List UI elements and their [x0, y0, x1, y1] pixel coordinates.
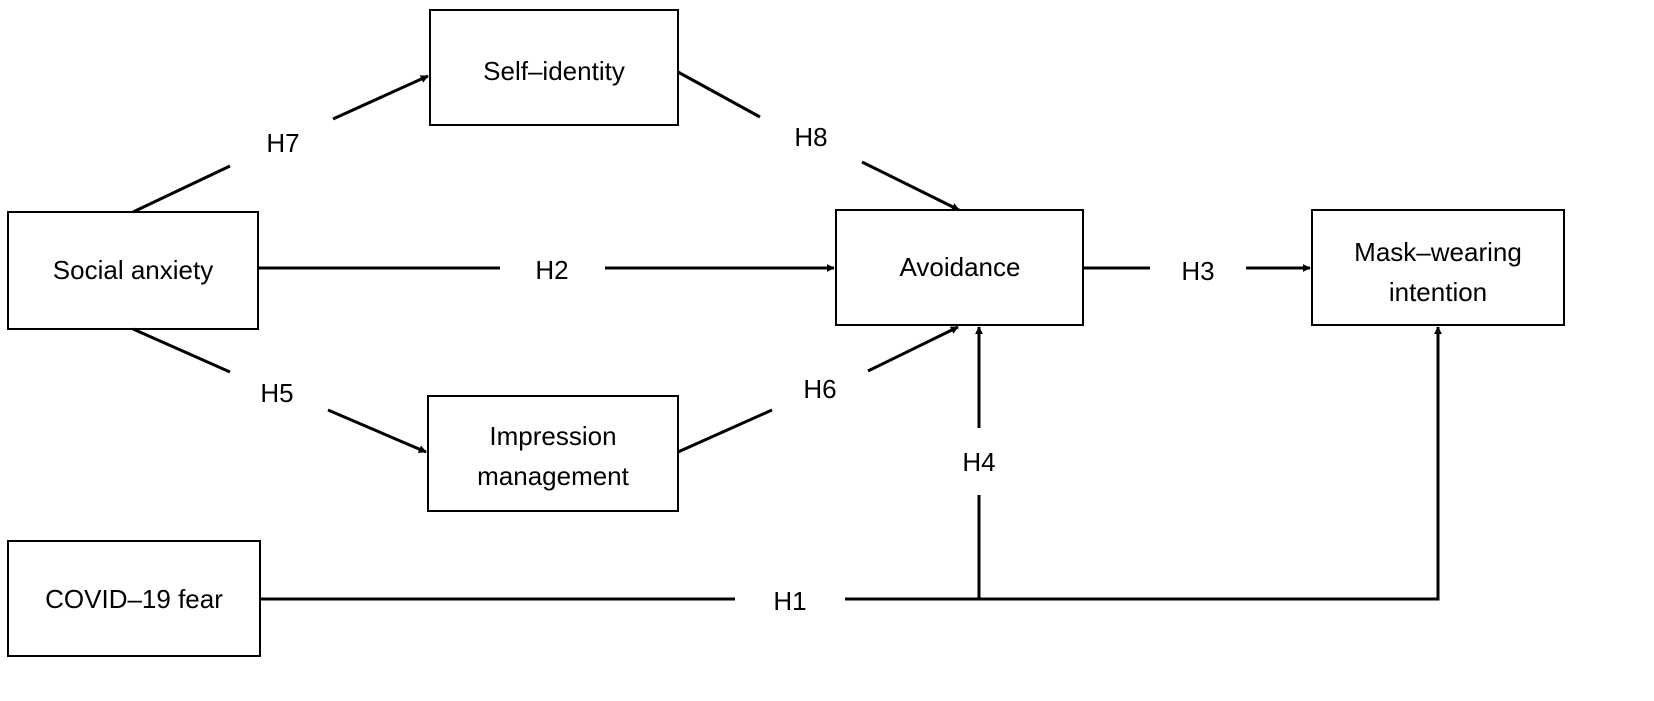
- node-self-identity: Self–identity: [429, 9, 679, 126]
- node-covid-fear: COVID–19 fear: [7, 540, 261, 657]
- node-impression-label-line2: management: [477, 461, 630, 491]
- node-social-anxiety: Social anxiety: [7, 211, 259, 330]
- edge-h6-label: H6: [803, 374, 836, 404]
- node-impression-management: Impression management: [427, 395, 679, 512]
- edge-h6: H6: [677, 325, 959, 454]
- node-social-anxiety-label: Social anxiety: [53, 255, 213, 285]
- edge-h8: H8: [677, 70, 960, 212]
- node-avoidance-label: Avoidance: [900, 252, 1021, 282]
- edge-h7-label: H7: [266, 128, 299, 158]
- edge-h1-label: H1: [773, 586, 806, 616]
- node-mask-wearing-intention: Mask–wearing intention: [1311, 209, 1565, 326]
- edge-h5-label: H5: [260, 378, 293, 408]
- edge-h2-label: H2: [535, 255, 568, 285]
- edge-h4-label: H4: [962, 447, 995, 477]
- edge-h4: H4: [962, 326, 996, 599]
- edge-h3: H3: [1083, 256, 1311, 286]
- edge-h3-label: H3: [1181, 256, 1214, 286]
- edge-h5: H5: [132, 327, 427, 454]
- node-self-identity-label: Self–identity: [483, 56, 625, 86]
- node-impression-label-line1: Impression: [489, 421, 616, 451]
- node-mask-wearing-label-line1: Mask–wearing: [1354, 237, 1522, 267]
- node-avoidance: Avoidance: [835, 209, 1084, 326]
- edge-h1: H1: [260, 326, 1442, 616]
- edge-h8-label: H8: [794, 122, 827, 152]
- edge-h2: H2: [258, 255, 835, 285]
- node-covid-fear-label: COVID–19 fear: [45, 584, 223, 614]
- node-mask-wearing-label-line2: intention: [1389, 277, 1487, 307]
- edge-h7: H7: [132, 74, 429, 214]
